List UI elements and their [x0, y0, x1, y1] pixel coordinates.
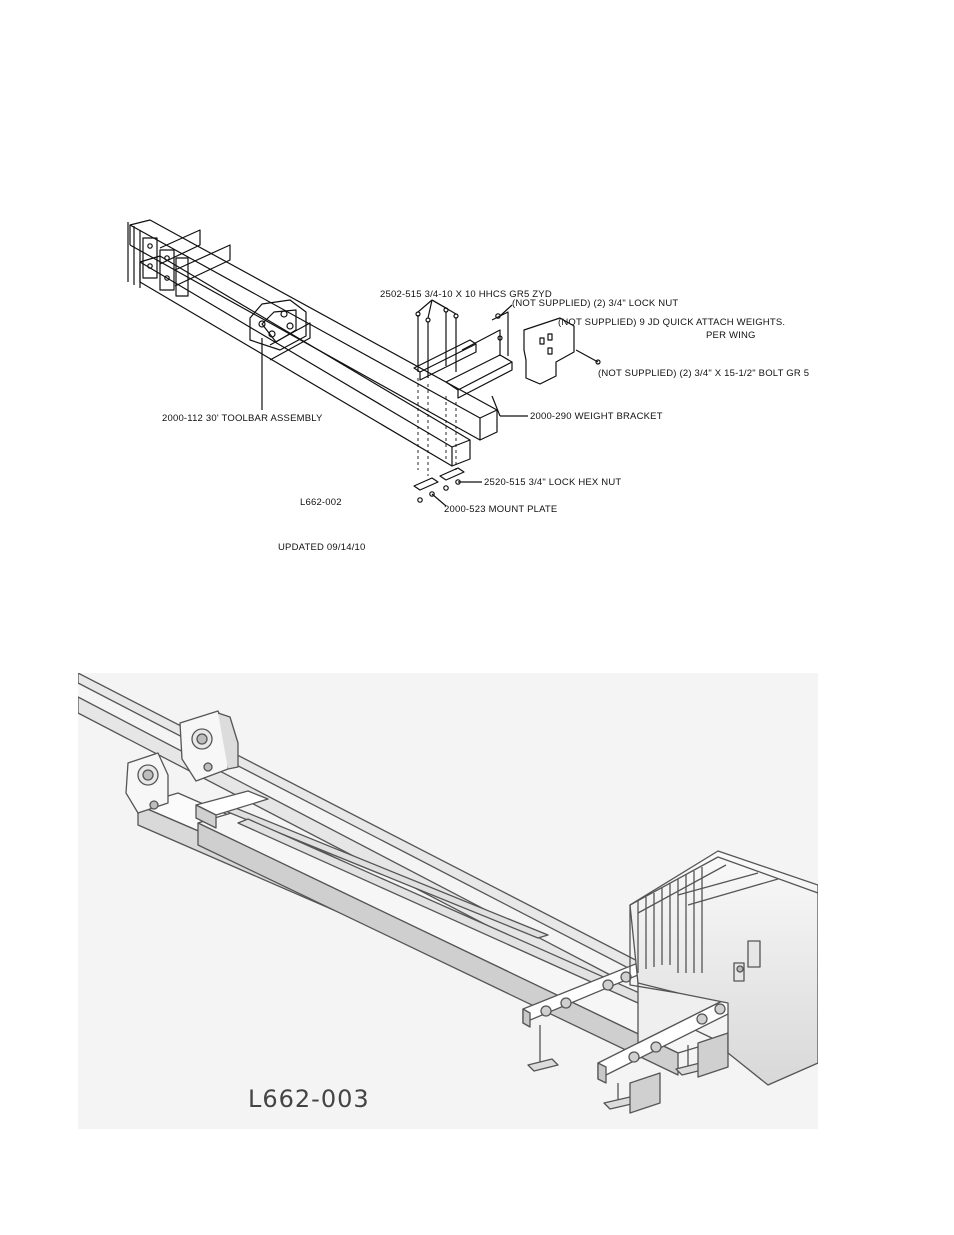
locknut-callout: (NOT SUPPLIED) (2) 3/4" LOCK NUT: [512, 298, 678, 309]
rendered-drawing-number: L662-003: [248, 1085, 370, 1113]
toolbar-assembly-callout: 2000-112 30' TOOLBAR ASSEMBLY: [162, 413, 323, 424]
rendered-assembly-view: L662-003: [78, 673, 818, 1129]
weights-callout: (NOT SUPPLIED) 9 JD QUICK ATTACH WEIGHTS…: [558, 317, 785, 328]
hex-nut-callout: 2520-515 3/4" LOCK HEX NUT: [484, 477, 621, 488]
assembly-linework: [0, 0, 954, 640]
mount-plate-callout: 2000-523 MOUNT PLATE: [444, 504, 557, 515]
weight-bracket-callout: 2000-290 WEIGHT BRACKET: [530, 411, 663, 422]
drawing-number: L662-002: [300, 497, 342, 508]
rendered-linework: [78, 673, 818, 1129]
per-wing-callout: PER WING: [706, 330, 756, 341]
updated-date: UPDATED 09/14/10: [278, 542, 366, 553]
long-bolt-callout: (NOT SUPPLIED) (2) 3/4" X 15-1/2" BOLT G…: [598, 368, 809, 379]
